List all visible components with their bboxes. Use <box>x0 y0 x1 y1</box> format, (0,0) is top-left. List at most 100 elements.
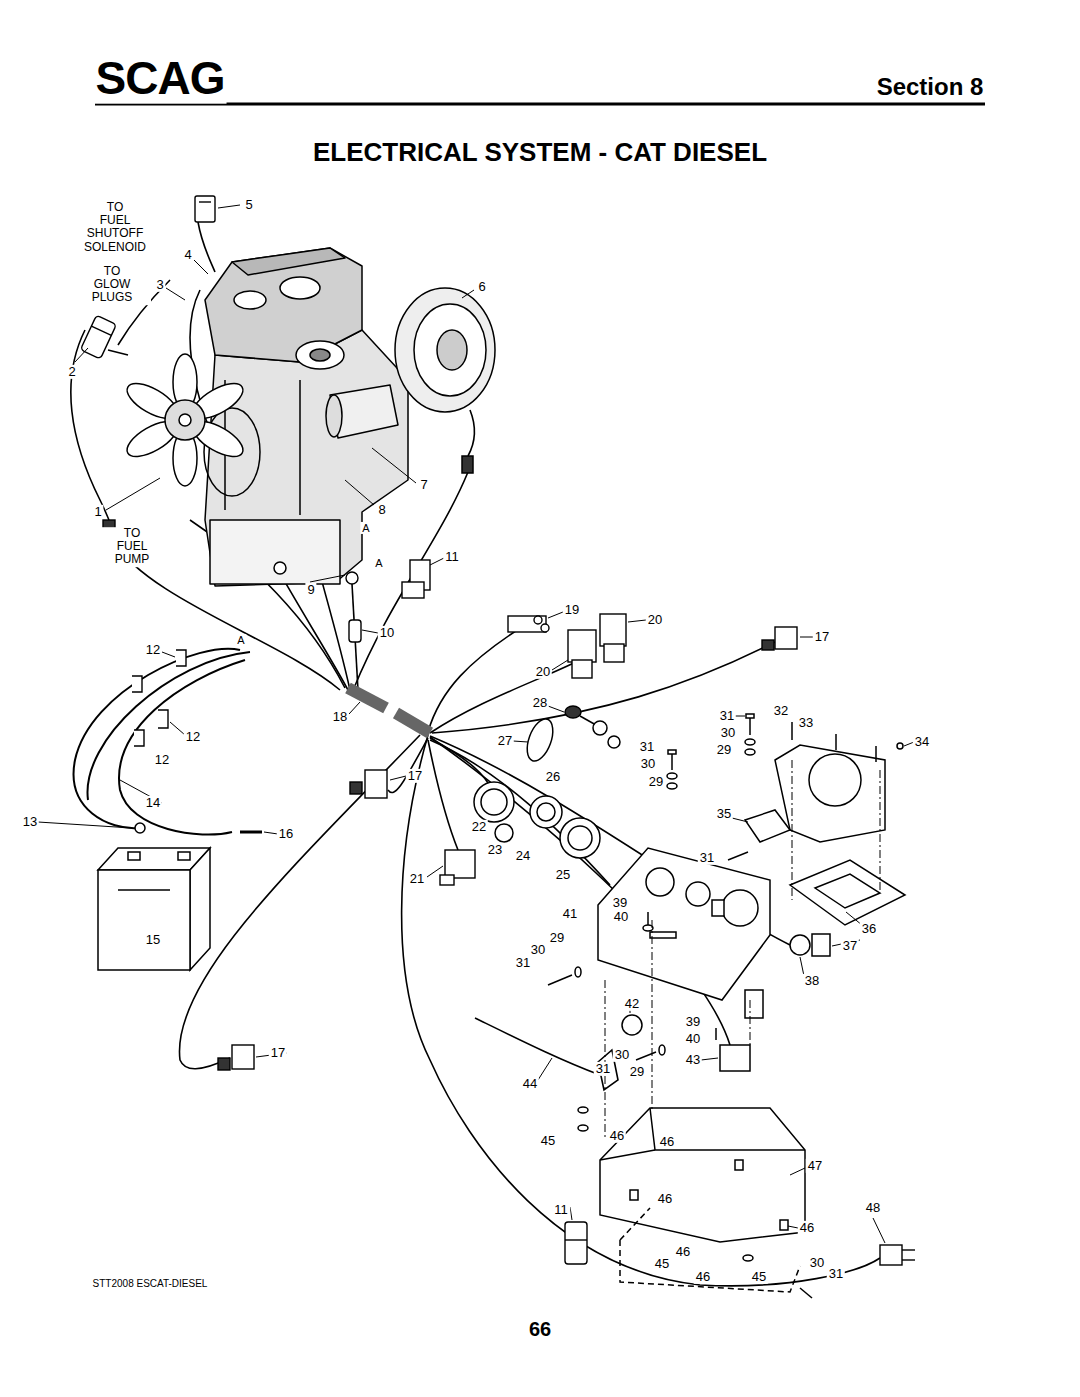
leader-lines <box>873 1218 885 1243</box>
electric-clutch <box>395 288 495 473</box>
small-parts <box>541 624 549 632</box>
battery <box>98 870 190 970</box>
callout-number: 3 <box>154 278 165 292</box>
small-parts <box>440 875 454 885</box>
battery <box>240 831 262 834</box>
callout-number: 45 <box>653 1257 671 1271</box>
dash-panel-assembly <box>790 860 905 925</box>
small-parts <box>80 315 116 359</box>
small-parts <box>445 850 475 878</box>
leader-lines <box>390 776 406 780</box>
callout-number: 12 <box>144 643 162 657</box>
small-parts <box>80 196 915 1265</box>
battery <box>98 823 262 970</box>
key-and-gauges <box>495 824 513 842</box>
battery <box>118 889 170 891</box>
fasteners <box>749 718 751 735</box>
battery-cables <box>74 649 250 835</box>
leader-lines <box>75 348 88 362</box>
fasteners <box>743 1255 753 1261</box>
fasteners <box>636 1052 656 1060</box>
wiring-harness <box>71 330 109 520</box>
callout-number: 30 <box>808 1256 826 1270</box>
small-parts <box>508 616 546 632</box>
small-parts <box>349 620 361 642</box>
leader-lines <box>170 722 185 735</box>
leader-lines <box>628 620 646 622</box>
leader-lines <box>310 575 345 582</box>
leader-lines <box>788 1226 798 1228</box>
dash-panel-assembly <box>712 900 724 916</box>
control-box <box>600 1108 805 1242</box>
callout-number: 47 <box>806 1159 824 1173</box>
leader-lines <box>427 866 443 877</box>
small-parts <box>565 1222 587 1264</box>
small-parts <box>534 616 542 624</box>
small-parts <box>762 640 774 650</box>
callout-number: 28 <box>531 696 549 710</box>
leader-lines <box>345 480 374 505</box>
fasteners <box>875 746 877 762</box>
fasteners <box>575 967 581 977</box>
small-parts <box>902 1249 915 1250</box>
engine <box>210 520 340 584</box>
harness-sleeve <box>396 713 430 733</box>
callout-number: 17 <box>269 1046 287 1060</box>
cable-clips <box>134 730 144 746</box>
callout-number: 26 <box>544 770 562 784</box>
key-and-gauges <box>474 706 620 858</box>
callout-number: 6 <box>476 280 487 294</box>
leader-lines <box>162 652 175 657</box>
leader-lines <box>38 822 132 828</box>
wiring-harness <box>430 740 610 885</box>
electric-clutch <box>395 288 495 412</box>
leader-lines <box>513 741 528 742</box>
key-and-gauges <box>608 736 620 748</box>
callout-number: 46 <box>608 1129 626 1143</box>
fasteners <box>791 722 793 740</box>
callout-number: 31 <box>594 1062 612 1076</box>
centerlines <box>880 770 881 890</box>
callout-number: 33 <box>797 716 815 730</box>
key-and-gauges <box>568 826 592 850</box>
electric-clutch <box>437 330 467 370</box>
dash-panel-assembly <box>598 848 770 1000</box>
fasteners <box>647 912 649 925</box>
callout-number: 12 <box>153 753 171 767</box>
centerlines <box>652 920 653 1110</box>
dash-panel-assembly <box>722 890 758 926</box>
header-rule <box>95 103 985 106</box>
small-parts <box>902 1259 915 1260</box>
callout-number: 39 <box>684 1015 702 1029</box>
key-and-gauges <box>593 721 607 735</box>
dash-panel-assembly <box>812 934 830 956</box>
callout-number: 1 <box>92 505 103 519</box>
leader-lines <box>166 288 185 300</box>
callout-number: 39 <box>611 896 629 910</box>
callout-number: 27 <box>496 734 514 748</box>
fasteners <box>548 975 572 985</box>
callout-number: 12 <box>184 730 202 744</box>
callout-number: 29 <box>647 775 665 789</box>
cable-clips <box>132 650 186 746</box>
control-box <box>650 1108 805 1150</box>
callout-number: 29 <box>548 931 566 945</box>
small-parts <box>232 1045 254 1069</box>
dash-panel-assembly <box>598 745 905 1071</box>
callout-number: 38 <box>803 974 821 988</box>
small-parts <box>80 315 116 359</box>
callout-number: 37 <box>841 939 859 953</box>
control-box <box>735 1160 743 1170</box>
key-and-gauges <box>474 782 514 822</box>
leader-lines <box>538 1058 552 1080</box>
engine <box>326 395 342 437</box>
harness-sleeve <box>348 688 430 733</box>
control-box <box>630 1190 638 1200</box>
cable-clips <box>176 650 186 666</box>
callout-number: 29 <box>715 743 733 757</box>
engine <box>205 248 362 362</box>
callout-number: 30 <box>639 757 657 771</box>
callout-number: 40 <box>684 1032 702 1046</box>
dash-panel-assembly <box>745 990 763 1018</box>
dash-panel-assembly <box>809 754 861 806</box>
